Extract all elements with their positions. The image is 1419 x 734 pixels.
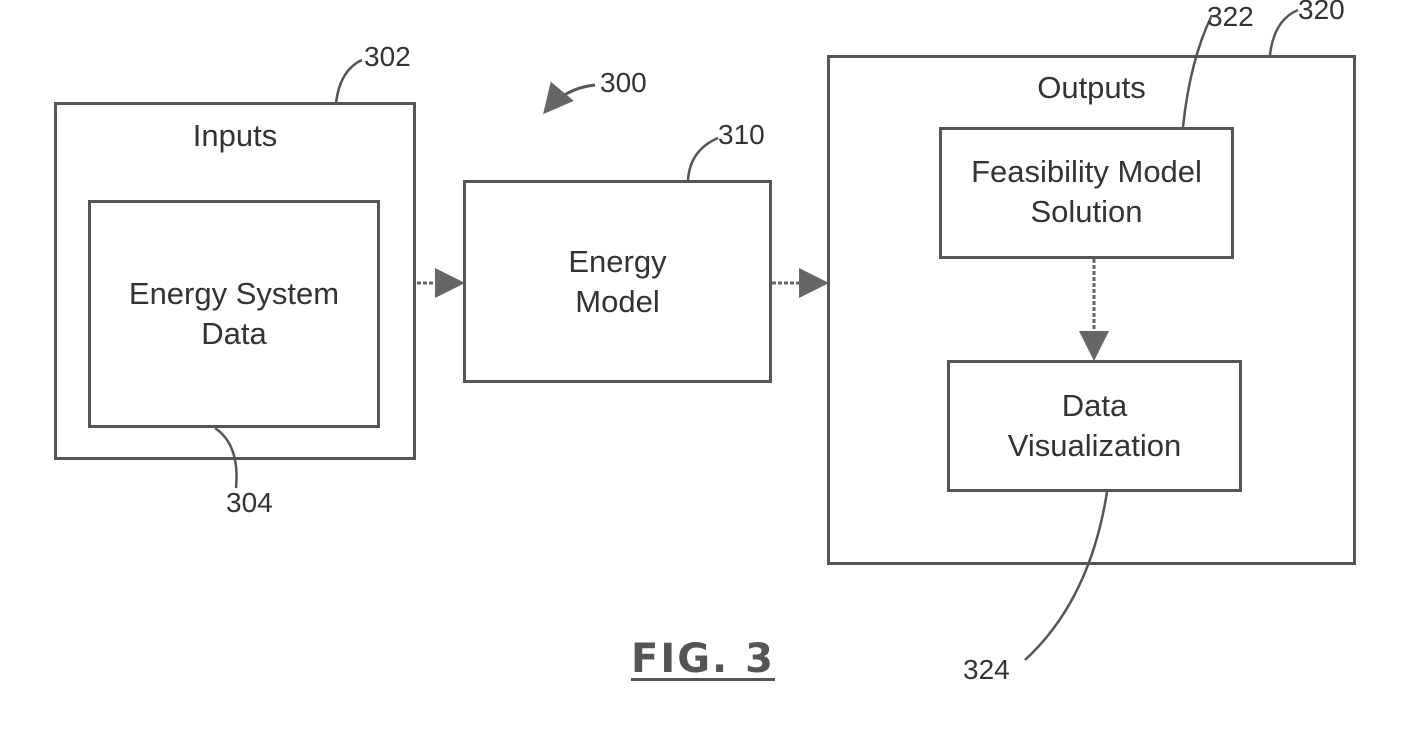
figure-caption: FIG. 3 xyxy=(631,636,775,682)
ref-304: 304 xyxy=(226,487,273,519)
inputs-title: Inputs xyxy=(54,116,416,156)
leader-310 xyxy=(688,138,718,180)
feasibility-line2: Solution xyxy=(939,192,1234,232)
ref-324: 324 xyxy=(963,654,1010,686)
ref-320: 320 xyxy=(1298,0,1345,26)
energy-system-data-line2: Data xyxy=(88,314,380,354)
ref-300: 300 xyxy=(600,67,647,99)
visualization-line2: Visualization xyxy=(947,426,1242,466)
ref-302: 302 xyxy=(364,41,411,73)
visualization-line1: Data xyxy=(947,386,1242,426)
energy-system-data-line1: Energy System xyxy=(88,274,380,314)
feasibility-line1: Feasibility Model xyxy=(939,152,1234,192)
energy-model-line1: Energy xyxy=(463,242,772,282)
energy-model-line2: Model xyxy=(463,282,772,322)
figure-300-arrow xyxy=(545,85,595,112)
ref-310: 310 xyxy=(718,119,765,151)
outputs-title: Outputs xyxy=(827,68,1356,108)
ref-322: 322 xyxy=(1207,1,1254,33)
leader-320 xyxy=(1270,10,1298,55)
leader-302 xyxy=(336,60,362,103)
